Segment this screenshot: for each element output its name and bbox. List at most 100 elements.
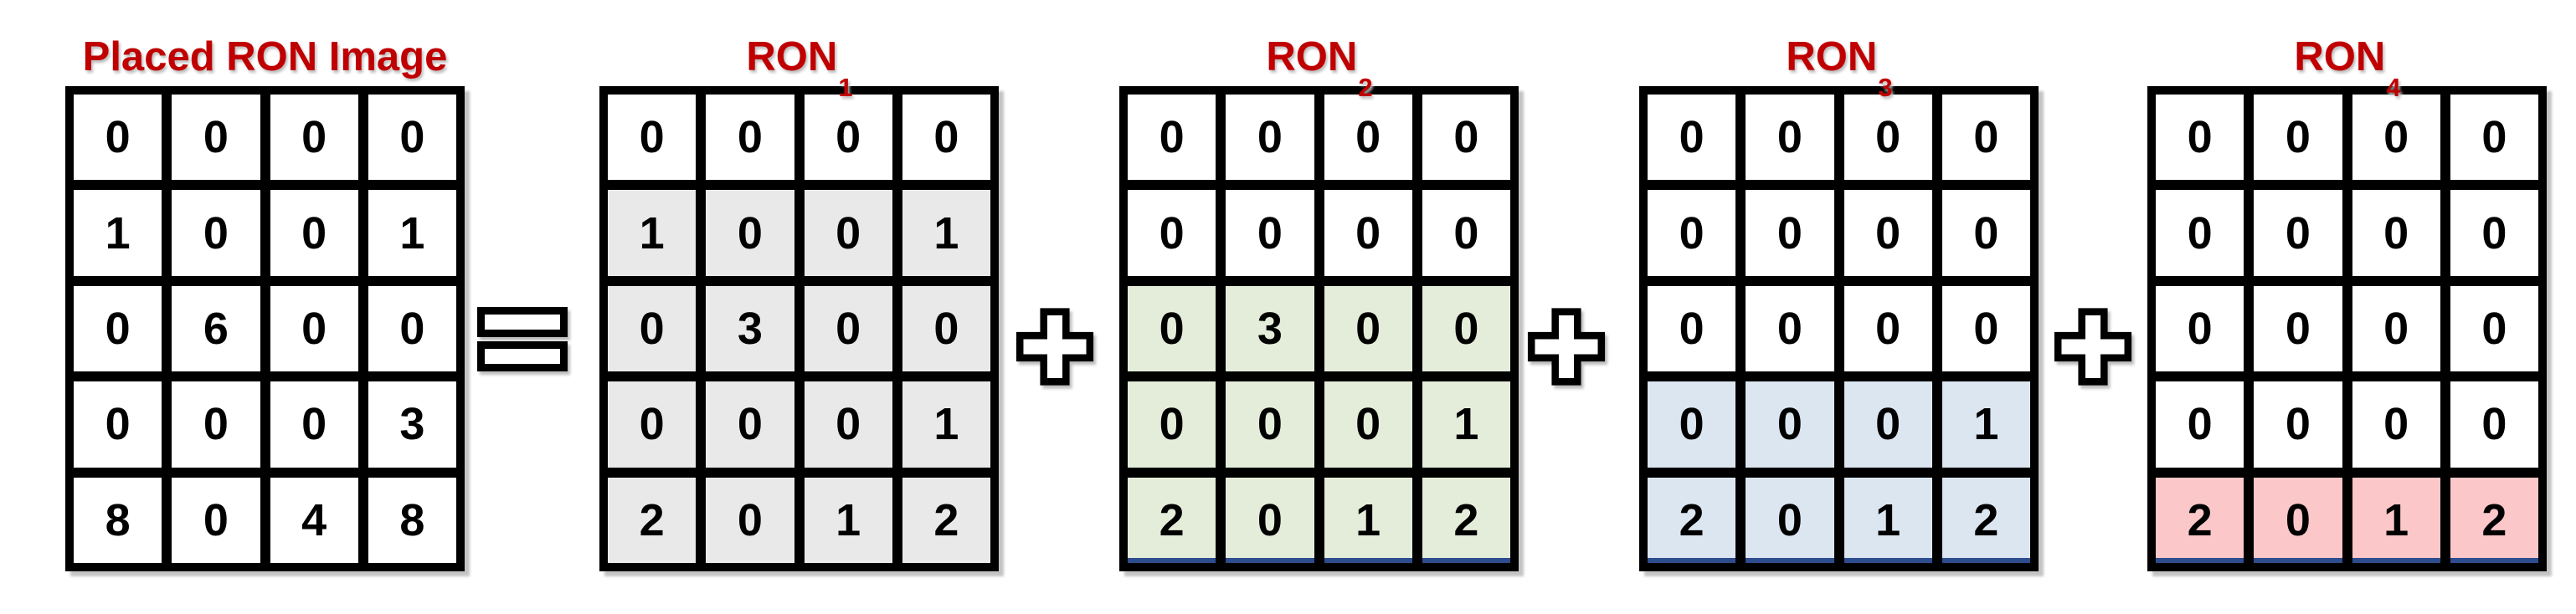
matrix-cell: 0 (69, 376, 167, 473)
matrix-cell: 0 (1643, 185, 1741, 281)
matrix-cell: 0 (2249, 90, 2347, 186)
matrix-cell: 0 (799, 280, 897, 377)
matrix-title: RON4 (2147, 0, 2547, 101)
matrix-cell: 3 (362, 376, 461, 473)
matrix-cell: 0 (1936, 90, 2035, 186)
plus-icon (2054, 308, 2132, 386)
matrix-cell: 0 (265, 185, 363, 281)
matrix-title: RON1 (599, 0, 999, 101)
matrix-cell: 0 (701, 185, 800, 281)
matrix-cell: 0 (1417, 90, 1515, 186)
matrix-cell: 1 (362, 185, 461, 281)
equals-icon (477, 307, 568, 371)
matrix-cell: 0 (2347, 280, 2445, 377)
matrix-title-text: RON (1786, 34, 1878, 79)
matrix-cell: 0 (701, 472, 800, 568)
operator-slot (1525, 307, 1607, 386)
matrix-cell: 0 (1740, 472, 1839, 568)
matrix-cell: 0 (1838, 280, 1937, 377)
matrix-cell: 0 (2249, 472, 2347, 568)
matrix-cell: 0 (1221, 185, 1319, 281)
matrix-cell: 0 (1221, 376, 1319, 473)
matrix-title: RON2 (1119, 0, 1519, 101)
matrix-cell: 2 (1643, 472, 1741, 568)
matrix-cell: 0 (1319, 90, 1417, 186)
matrix-cell: 0 (1319, 376, 1417, 473)
matrix-cell: 3 (701, 280, 800, 377)
matrix-cell: 0 (1123, 90, 1221, 186)
matrix-cell: 0 (1643, 90, 1741, 186)
matrix-cell: 0 (603, 90, 702, 186)
matrix-cell: 0 (167, 472, 265, 568)
matrix-cell: 8 (69, 472, 167, 568)
matrix-cell: 0 (2445, 280, 2543, 377)
matrix-cell: 0 (2249, 280, 2347, 377)
matrix-cell: 0 (1740, 185, 1839, 281)
matrix-cell: 2 (1417, 472, 1515, 568)
matrix-cell: 0 (2347, 376, 2445, 473)
matrix-cell: 0 (1643, 376, 1741, 473)
matrix-title-text: RON (2294, 34, 2386, 79)
matrix-cell: 3 (1221, 280, 1319, 377)
matrix-cell: 1 (1417, 376, 1515, 473)
matrix-cell: 0 (2445, 185, 2543, 281)
matrix-title-text: Placed RON Image (82, 34, 448, 79)
matrix-cell: 0 (1643, 280, 1741, 377)
matrix-cell: 0 (603, 280, 702, 377)
matrix-cell: 2 (2445, 472, 2543, 568)
plus-icon (1015, 308, 1094, 386)
matrix-cell: 8 (362, 472, 461, 568)
matrix-cell: 1 (897, 376, 995, 473)
matrix-cell: 0 (362, 280, 461, 377)
matrix-cell: 0 (362, 90, 461, 186)
matrix-cell: 0 (1740, 280, 1839, 377)
matrix-cell: 0 (265, 90, 363, 186)
matrix-title: RON3 (1639, 0, 2039, 101)
matrix-cell: 2 (2151, 472, 2250, 568)
matrix-title: Placed RON Image (65, 0, 465, 86)
operator-slot (1014, 307, 1096, 386)
matrix-cell: 1 (69, 185, 167, 281)
matrix-cell: 0 (167, 185, 265, 281)
matrix-cell: 1 (1936, 376, 2035, 473)
matrix-cell: 0 (1740, 90, 1839, 186)
matrix-cell: 0 (701, 90, 800, 186)
matrix-cell: 0 (1221, 472, 1319, 568)
matrix-cell: 0 (1123, 185, 1221, 281)
matrix-cell: 0 (799, 376, 897, 473)
matrix-cell: 1 (1838, 472, 1937, 568)
matrix-cell: 2 (1123, 472, 1221, 568)
matrix-cell: 0 (1936, 280, 2035, 377)
operator-slot (2052, 307, 2134, 386)
matrix-cell: 0 (2249, 185, 2347, 281)
matrix-cell: 0 (1838, 376, 1937, 473)
matrix-cell: 0 (2151, 90, 2250, 186)
matrix-cell: 2 (897, 472, 995, 568)
matrix-cell: 0 (2151, 185, 2250, 281)
matrix-cell: 0 (2249, 376, 2347, 473)
matrix-cell: 0 (897, 280, 995, 377)
matrix-cell: 0 (69, 280, 167, 377)
